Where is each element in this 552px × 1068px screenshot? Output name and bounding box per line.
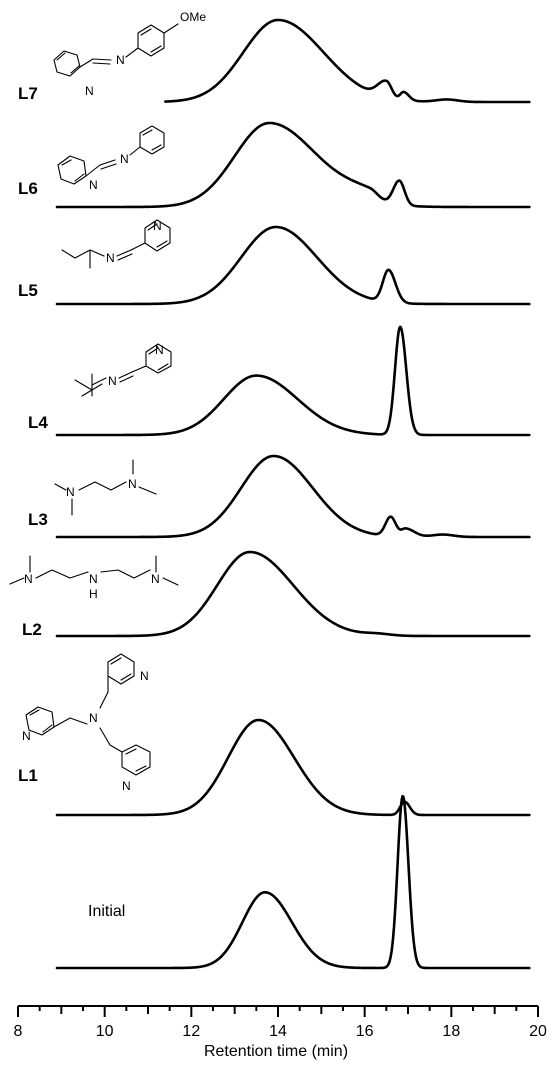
x-tick-label: 20	[529, 1023, 547, 1040]
atom-label: N	[89, 572, 98, 586]
trace-l4	[55, 325, 531, 437]
atom-label: N	[155, 343, 164, 357]
atom-label: N	[128, 477, 137, 491]
atom-label: N	[153, 219, 162, 233]
atom-label: N	[106, 251, 115, 265]
structure-L7: N N OMe	[53, 10, 206, 98]
atom-label: N	[120, 152, 129, 166]
atom-label: H	[89, 587, 98, 601]
series-label-l7: L7	[18, 84, 38, 103]
x-tick-label: 10	[96, 1023, 114, 1040]
structure-L4: N N	[74, 343, 172, 397]
series-label-l3: L3	[28, 510, 48, 529]
atom-label: N	[140, 669, 149, 683]
series-label-initial: Initial	[88, 903, 125, 920]
atom-label: N	[85, 84, 94, 98]
x-tick-label: 16	[356, 1023, 374, 1040]
atom-label: N	[66, 485, 75, 499]
trace-l2	[55, 550, 531, 638]
x-tick-label: 14	[269, 1023, 287, 1040]
atom-label: N	[89, 711, 98, 725]
atom-label: N	[22, 729, 31, 743]
trace-l7	[164, 18, 531, 104]
trace-l6	[55, 121, 531, 209]
series-label-l2: L2	[22, 620, 42, 639]
structure-L6: N N	[57, 125, 165, 192]
atom-label: N	[108, 374, 117, 388]
trace-l5	[55, 225, 531, 306]
structure-L2: N N H N	[9, 555, 179, 601]
traces-group	[55, 18, 531, 970]
x-axis: 8 10 12 14 16 18 20	[14, 1005, 547, 1040]
x-tick-label: 18	[442, 1023, 460, 1040]
x-tick-label: 12	[182, 1023, 200, 1040]
series-label-l6: L6	[18, 179, 38, 198]
trace-l1	[55, 718, 531, 817]
atom-label: N	[24, 572, 33, 586]
atom-label: N	[116, 53, 125, 67]
atom-label: N	[122, 779, 131, 793]
series-label-l5: L5	[18, 281, 38, 300]
x-axis-title: Retention time (min)	[204, 1043, 348, 1060]
molecules-group: N N OMe N N	[9, 10, 206, 793]
structure-L1: N N N N	[22, 653, 151, 793]
atom-label: N	[151, 572, 160, 586]
x-tick-label: 8	[14, 1023, 23, 1040]
atom-label: OMe	[180, 10, 206, 24]
series-label-l1: L1	[18, 766, 38, 785]
atom-label: N	[89, 178, 98, 192]
trace-initial	[55, 794, 531, 970]
trace-l3	[55, 454, 531, 539]
structure-L3: N N	[54, 459, 157, 516]
series-label-l4: L4	[28, 413, 48, 432]
structure-L5: N N	[61, 219, 171, 269]
